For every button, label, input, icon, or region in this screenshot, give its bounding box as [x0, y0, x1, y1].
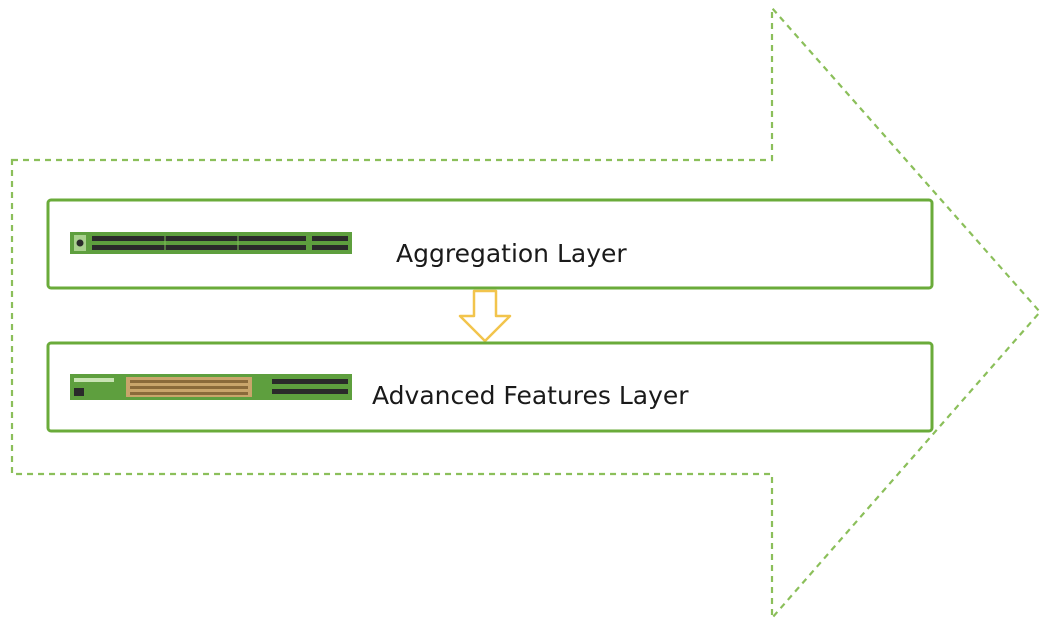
switch-1u-sfp-icon: [70, 232, 352, 254]
down-arrow-icon: [458, 289, 512, 343]
advanced-features-layer: Advanced Features Layer: [46, 341, 934, 433]
advanced-features-layer-label: Advanced Features Layer: [372, 381, 689, 410]
advanced-features-layer-box: [46, 341, 934, 433]
aggregation-layer-label: Aggregation Layer: [396, 239, 627, 268]
dashed-arrow-outline: [10, 5, 1042, 621]
aggregation-layer-box: [46, 198, 934, 290]
aggregation-layer: Aggregation Layer: [46, 198, 934, 290]
switch-1u-gpu-icon: [70, 374, 352, 400]
